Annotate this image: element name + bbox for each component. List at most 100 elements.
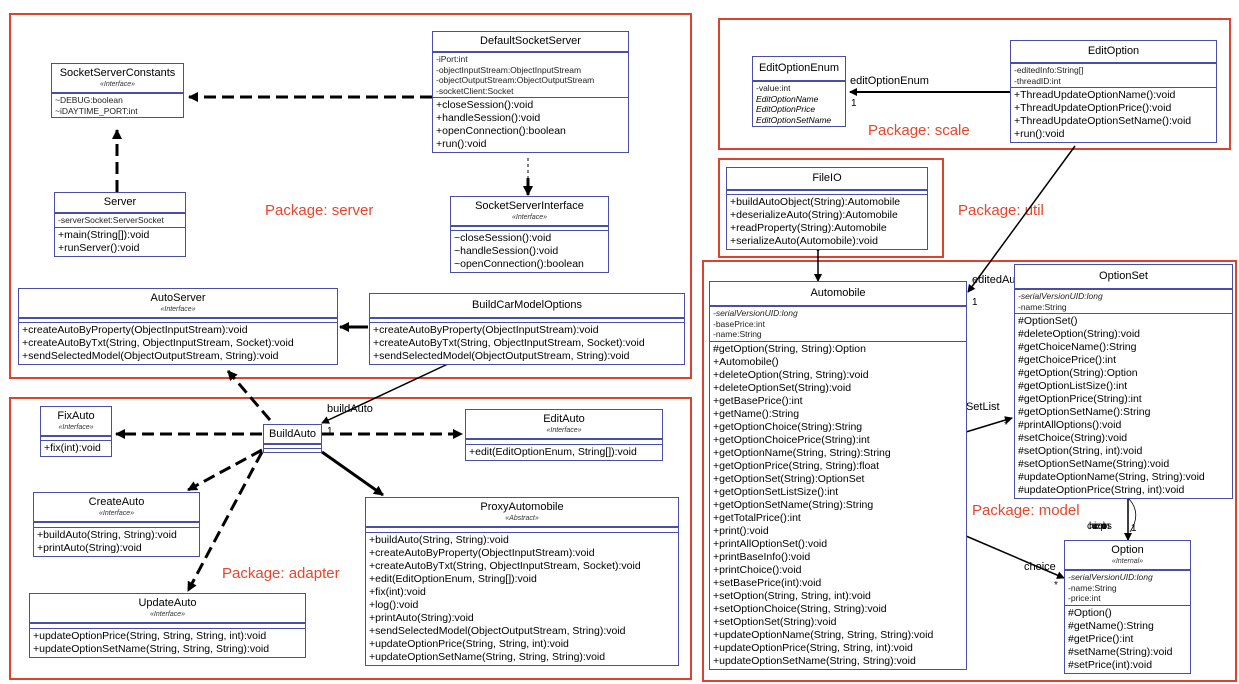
label-choice: choice xyxy=(1024,561,1056,573)
attribute: -name:String xyxy=(1068,582,1117,593)
operation: +sendSelectedModel(ObjectOutputStream, S… xyxy=(22,350,279,362)
operation: #getChoicePrice():int xyxy=(1018,354,1117,366)
operation: +sendSelectedModel(ObjectOutputStream, S… xyxy=(373,350,630,362)
operation: +run():void xyxy=(1014,128,1065,140)
operation: +openConnection():boolean xyxy=(436,125,566,137)
operations: #getOption(String, String):Option +Autom… xyxy=(710,340,966,669)
attributes xyxy=(41,436,111,440)
attribute: -socketClient:Socket xyxy=(436,85,514,96)
attribute: ~DEBUG:boolean xyxy=(55,95,123,105)
operation: +getOptionPrice(String, String):float xyxy=(713,459,880,472)
attribute: -serialVersionUID:long xyxy=(713,308,798,318)
attribute: -objectInputStream:ObjectInputStream xyxy=(436,64,582,75)
label-buildauto: buildAuto xyxy=(327,403,373,415)
stereotype: «Interface» xyxy=(99,81,136,88)
class-defaultsocketserver: DefaultSocketServer -iPort:int -objectIn… xyxy=(432,31,629,153)
operation: +ThreadUpdateOptionName():void xyxy=(1014,89,1176,101)
attributes xyxy=(451,226,608,230)
mult-buildauto: 1 xyxy=(327,426,333,437)
operation: +edit(EditOptionEnum, String[]):void xyxy=(369,573,537,585)
operation: #getOptionPrice(String):int xyxy=(1018,393,1142,405)
operation: +fix(int):void xyxy=(369,586,426,598)
enum-literal: EditOptionName xyxy=(756,93,819,104)
attributes xyxy=(264,444,321,448)
operation: +getOptionSetName(String):String xyxy=(713,498,874,511)
attribute: -iPort:int xyxy=(436,54,468,64)
operation: +createAutoByProperty(ObjectInputStream)… xyxy=(369,547,595,559)
operations: #Option() #getName():String #getPrice():… xyxy=(1065,604,1190,673)
attributes xyxy=(466,439,662,444)
operation: +setOptionChoice(String, String):void xyxy=(713,602,887,615)
attributes: -serialVersionUID:long -name:String -pri… xyxy=(1065,570,1190,605)
class-createauto: CreateAuto«Interface» +buildAuto(String,… xyxy=(33,492,200,557)
operation: +createAutoByProperty(ObjectInputStream)… xyxy=(22,324,248,336)
class-name: Automobile xyxy=(810,287,866,299)
operation: +print():void xyxy=(713,524,769,537)
class-name: EditAuto xyxy=(543,413,585,425)
operation: +ThreadUpdateOptionSetName():void xyxy=(1014,115,1192,127)
operation: +updateOptionSetName(String, String):voi… xyxy=(713,654,916,667)
class-buildcarmodeloptions: BuildCarModelOptions +createAutoByProper… xyxy=(369,293,685,365)
attribute: -objectOutputStream:ObjectOutputStream xyxy=(436,75,595,85)
attribute: -name:String xyxy=(713,329,762,339)
package-util-label: Package: util xyxy=(958,202,1044,219)
class-fixauto: FixAuto«Interface» +fix(int):void xyxy=(40,406,112,457)
operation: ~openConnection():boolean xyxy=(454,258,584,270)
operation: #printAllOptions():void xyxy=(1018,419,1122,431)
class-name: FileIO xyxy=(812,172,842,184)
operation: +getBasePrice():int xyxy=(713,394,803,407)
operation: #setPrice(int):void xyxy=(1068,658,1153,671)
attribute: -editedInfo:String[] xyxy=(1014,65,1084,75)
operations: +main(String[]):void +runServer():void xyxy=(55,226,185,256)
stereotype: «Internal» xyxy=(1111,558,1144,565)
operation: +createAutoByTxt(String, ObjectInputStre… xyxy=(369,560,641,572)
attribute: ~iDAYTIME_PORT:int xyxy=(55,105,138,116)
package-model-label: Package: model xyxy=(972,502,1080,519)
mult-editoptionenum: 1 xyxy=(851,98,857,109)
operations: +fix(int):void xyxy=(41,440,111,456)
attribute: -threadID:int xyxy=(1014,75,1061,86)
class-name: OptionSet xyxy=(1099,270,1148,282)
class-option: Option «Internal» -serialVersionUID:long … xyxy=(1064,540,1191,674)
attribute: -name:String xyxy=(1018,301,1067,312)
attributes xyxy=(366,527,678,532)
operation: #getOptionListSize():int xyxy=(1018,380,1128,392)
operation: +updateOptionPrice(String, String, Strin… xyxy=(33,630,267,642)
operation: +run():void xyxy=(436,138,487,150)
label-editoptionenum: editOptionEnum xyxy=(850,75,929,87)
class-editoptionenum: EditOptionEnum -value:int EditOptionName… xyxy=(752,56,846,127)
operation: #getOptionSetName():String xyxy=(1018,406,1151,418)
operation: +updateOptionSetName(String, String, Str… xyxy=(369,651,606,663)
operations: +edit(EditOptionEnum, String[]):void xyxy=(466,444,662,460)
operations xyxy=(264,448,321,452)
attributes xyxy=(727,190,927,194)
class-buildauto: BuildAuto xyxy=(263,424,322,453)
operations: +createAutoByProperty(ObjectInputStream)… xyxy=(19,322,337,364)
mult-editedauto: 1 xyxy=(972,297,978,308)
operation: +printAuto(String):void xyxy=(37,542,142,554)
operation: +deleteOptionSet(String):void xyxy=(713,381,852,394)
class-proxyautomobile: ProxyAutomobile«Abstract» +buildAuto(Str… xyxy=(365,497,679,666)
package-adapter-label: Package: adapter xyxy=(222,565,340,582)
operations: +createAutoByProperty(ObjectInputStream)… xyxy=(370,322,684,364)
attribute: -serialVersionUID:long xyxy=(1018,291,1103,301)
class-optionset: OptionSet -serialVersionUID:long -name:S… xyxy=(1014,264,1233,499)
operation: +setBasePrice(int):void xyxy=(713,576,822,589)
operation: +getOptionName(String, String):String xyxy=(713,446,891,459)
class-fileio: FileIO +buildAutoObject(String):Automobi… xyxy=(726,167,928,250)
operation: +edit(EditOptionEnum, String[]):void xyxy=(469,446,637,458)
operations: +updateOptionPrice(String, String, Strin… xyxy=(30,628,305,657)
operation: +setOption(String, String, int):void xyxy=(713,589,871,602)
operation: +fix(int):void xyxy=(44,442,101,454)
stereotype: «Interface» xyxy=(546,427,582,434)
package-util-frame xyxy=(718,158,944,258)
operation: +getName():String xyxy=(713,407,800,420)
attribute: -basePrice:int xyxy=(713,318,765,329)
attributes: -value:int EditOptionName EditOptionPric… xyxy=(753,81,845,126)
operation: #Option() xyxy=(1068,606,1112,619)
class-name: Option xyxy=(1111,544,1144,556)
operation: +ThreadUpdateOptionPrice():void xyxy=(1014,102,1172,114)
operations: +buildAuto(String, String):void +printAu… xyxy=(34,527,199,556)
operation: #getChoiceName():String xyxy=(1018,341,1137,353)
operation: +readProperty(String):Automobile xyxy=(730,222,887,234)
